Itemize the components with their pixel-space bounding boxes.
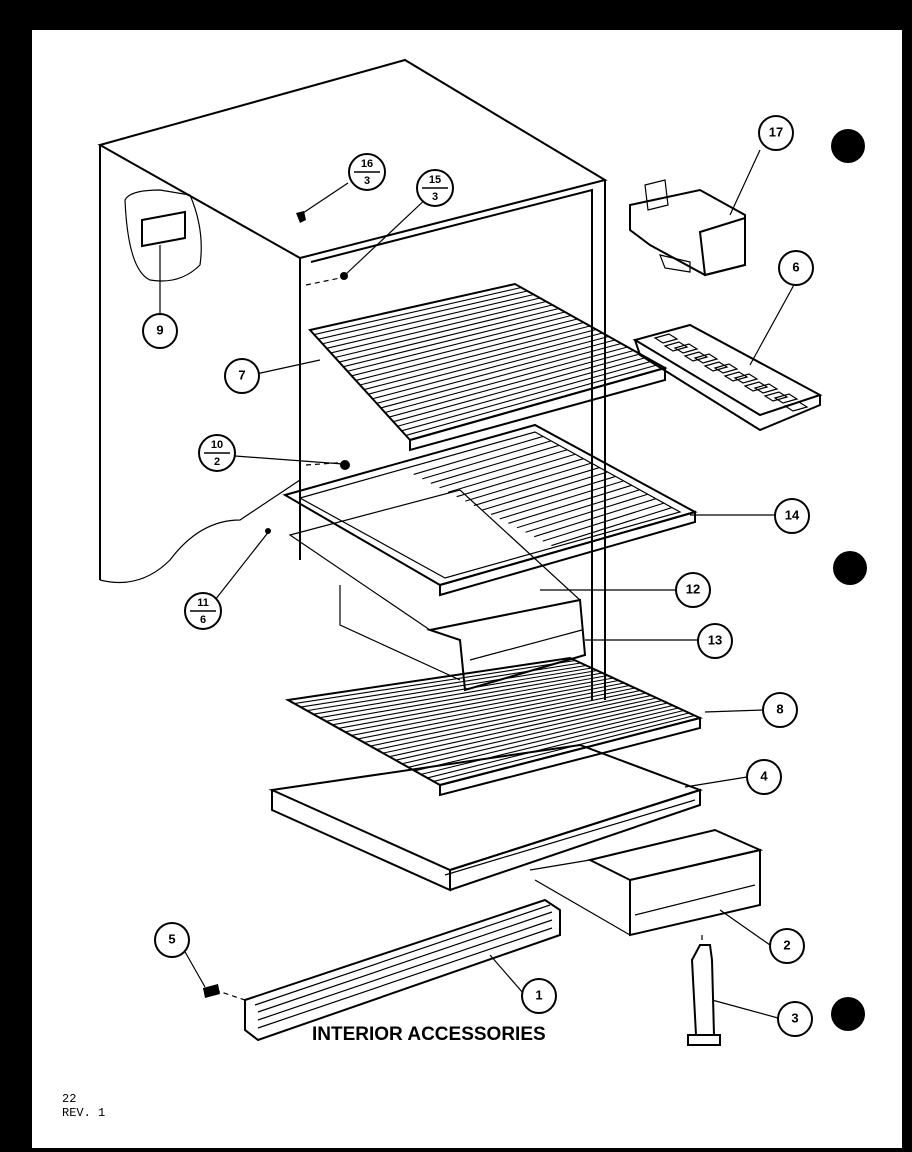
callout-8-label: 8 (776, 701, 783, 716)
callout-14-label: 14 (785, 507, 800, 522)
callout-13: 13 (697, 623, 733, 659)
callout-11-6-bottom: 6 (200, 614, 206, 626)
wire-shelf-lower (284, 656, 703, 797)
leveling-leg (687, 935, 721, 1046)
revision-label: REV. 1 (62, 1106, 105, 1120)
punch-hole-top (831, 129, 865, 163)
screw-part-15 (340, 272, 348, 280)
leader-lines (159, 149, 796, 1019)
callout-16-3: 16 3 (348, 153, 386, 191)
callout-5: 5 (154, 922, 190, 958)
callout-15-3-top: 15 (429, 174, 441, 186)
punch-hole-middle (833, 551, 867, 585)
callout-7: 7 (224, 358, 260, 394)
callout-9-label: 9 (156, 322, 163, 337)
callout-14: 14 (774, 498, 810, 534)
callout-16-3-top: 16 (361, 158, 373, 170)
callout-6: 6 (778, 250, 814, 286)
callout-4-label: 4 (760, 768, 768, 783)
screw-part-11 (265, 528, 271, 534)
callout-2: 2 (769, 928, 805, 964)
crisper-drawer (529, 828, 764, 937)
ice-cube-tray (632, 323, 823, 432)
callout-1-label: 1 (535, 987, 542, 1002)
callout-3-label: 3 (791, 1010, 798, 1025)
punch-hole-bottom (831, 997, 865, 1031)
callout-8: 8 (762, 692, 798, 728)
callout-12-label: 12 (686, 581, 700, 596)
callout-7-label: 7 (238, 367, 245, 382)
callout-5-label: 5 (168, 931, 175, 946)
diagram-caption: INTERIOR ACCESSORIES (312, 1024, 546, 1045)
cabinet-outline (97, 58, 608, 700)
callout-6-label: 6 (792, 259, 799, 274)
ice-maker (629, 179, 746, 277)
callout-9: 9 (142, 313, 178, 349)
callout-17: 17 (758, 115, 794, 151)
wire-shelf-upper (308, 282, 668, 452)
label-plate (124, 189, 202, 282)
callout-1: 1 (521, 978, 557, 1014)
screw-part-16 (296, 211, 306, 223)
callout-10-2: 10 2 (198, 434, 236, 472)
callout-11-6-top: 11 (197, 597, 209, 609)
glass-shelf-frame (282, 423, 698, 597)
callout-11-6: 11 6 (184, 592, 222, 630)
callout-12: 12 (675, 572, 711, 608)
paper-sheet (32, 30, 902, 1148)
callout-15-3-bottom: 3 (432, 191, 438, 203)
front-grille (203, 898, 561, 1042)
callout-2-label: 2 (783, 937, 790, 952)
callout-13-label: 13 (708, 632, 722, 647)
callout-4: 4 (746, 759, 782, 795)
callout-15-3: 15 3 (416, 169, 454, 207)
callout-3: 3 (777, 1001, 813, 1037)
crisper-cover (268, 743, 704, 892)
callout-17-label: 17 (769, 124, 783, 139)
callout-16-3-bottom: 3 (364, 175, 370, 187)
meat-pan (288, 489, 587, 692)
bumper-part-10 (340, 460, 350, 470)
callout-10-2-top: 10 (211, 439, 223, 451)
page-number: 22 (62, 1092, 76, 1106)
callout-10-2-bottom: 2 (214, 456, 220, 468)
